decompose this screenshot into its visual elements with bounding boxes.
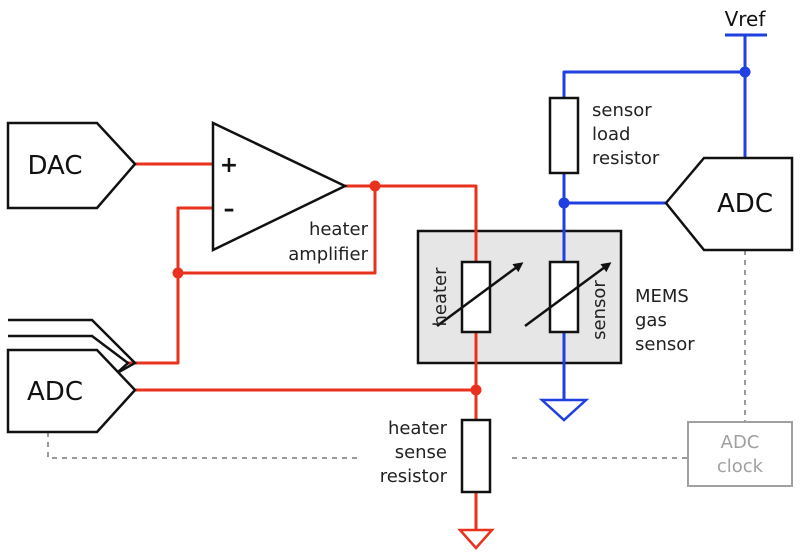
sense-label-line3: resistor xyxy=(380,466,448,487)
heater-amp-label-line1: heater xyxy=(309,219,369,240)
opamp-minus-sign: – xyxy=(224,197,235,222)
mems-label-line2: gas xyxy=(635,310,667,331)
adc-left-mid-outline xyxy=(8,334,130,373)
adc-clock-block xyxy=(687,421,793,487)
dac-block xyxy=(6,121,137,210)
sensor-load-resistor xyxy=(548,96,580,175)
junction-amp-out xyxy=(369,180,381,192)
ground-blue-icon xyxy=(538,398,590,422)
sense-label-line1: heater xyxy=(388,418,448,439)
wire-top-rail xyxy=(562,70,745,98)
junction-feedback xyxy=(172,267,184,279)
mems-label-line1: MEMS xyxy=(635,286,689,307)
dac-label: DAC xyxy=(27,151,82,181)
adc-left-block xyxy=(6,348,137,434)
ground-red-icon xyxy=(457,528,495,550)
adc-left-label: ADC xyxy=(27,377,83,407)
load-label-line3: resistor xyxy=(592,148,660,169)
junction-vref xyxy=(739,66,751,78)
sense-label-line2: sense xyxy=(395,442,447,463)
heater-amplifier-opamp xyxy=(211,121,348,252)
adc-clock-wiring xyxy=(47,250,746,459)
adc-right-block xyxy=(664,156,794,252)
vref-label: Vref xyxy=(725,7,767,31)
sensor-resistor-label: sensor xyxy=(589,280,610,340)
mems-gas-sensor-box xyxy=(416,229,623,365)
adc-clock-label-line1: ADC xyxy=(721,432,760,453)
heater-sense-resistor xyxy=(460,418,492,494)
heater-path-wiring xyxy=(128,162,478,530)
opamp-plus-sign: + xyxy=(220,153,238,178)
wire-feedback-to-adc xyxy=(128,273,180,365)
heater-variable-arrow-icon xyxy=(436,262,524,328)
load-label-line1: sensor xyxy=(592,100,652,121)
heater-amp-label-line2: amplifier xyxy=(288,244,368,265)
clock-line-left xyxy=(47,432,360,459)
sensor-path-wiring xyxy=(562,33,767,400)
sensor-variable-arrow-icon xyxy=(524,262,612,328)
load-label-line2: load xyxy=(592,124,630,145)
junction-sense xyxy=(470,384,482,396)
heater-resistor-label: heater xyxy=(430,267,451,327)
mems-label-line3: sensor xyxy=(635,334,695,355)
wire-amp-output xyxy=(345,184,478,262)
adc-right-label: ADC xyxy=(717,189,773,219)
adc-clock-label-line2: clock xyxy=(717,456,764,477)
junction-adc-right xyxy=(558,197,570,209)
